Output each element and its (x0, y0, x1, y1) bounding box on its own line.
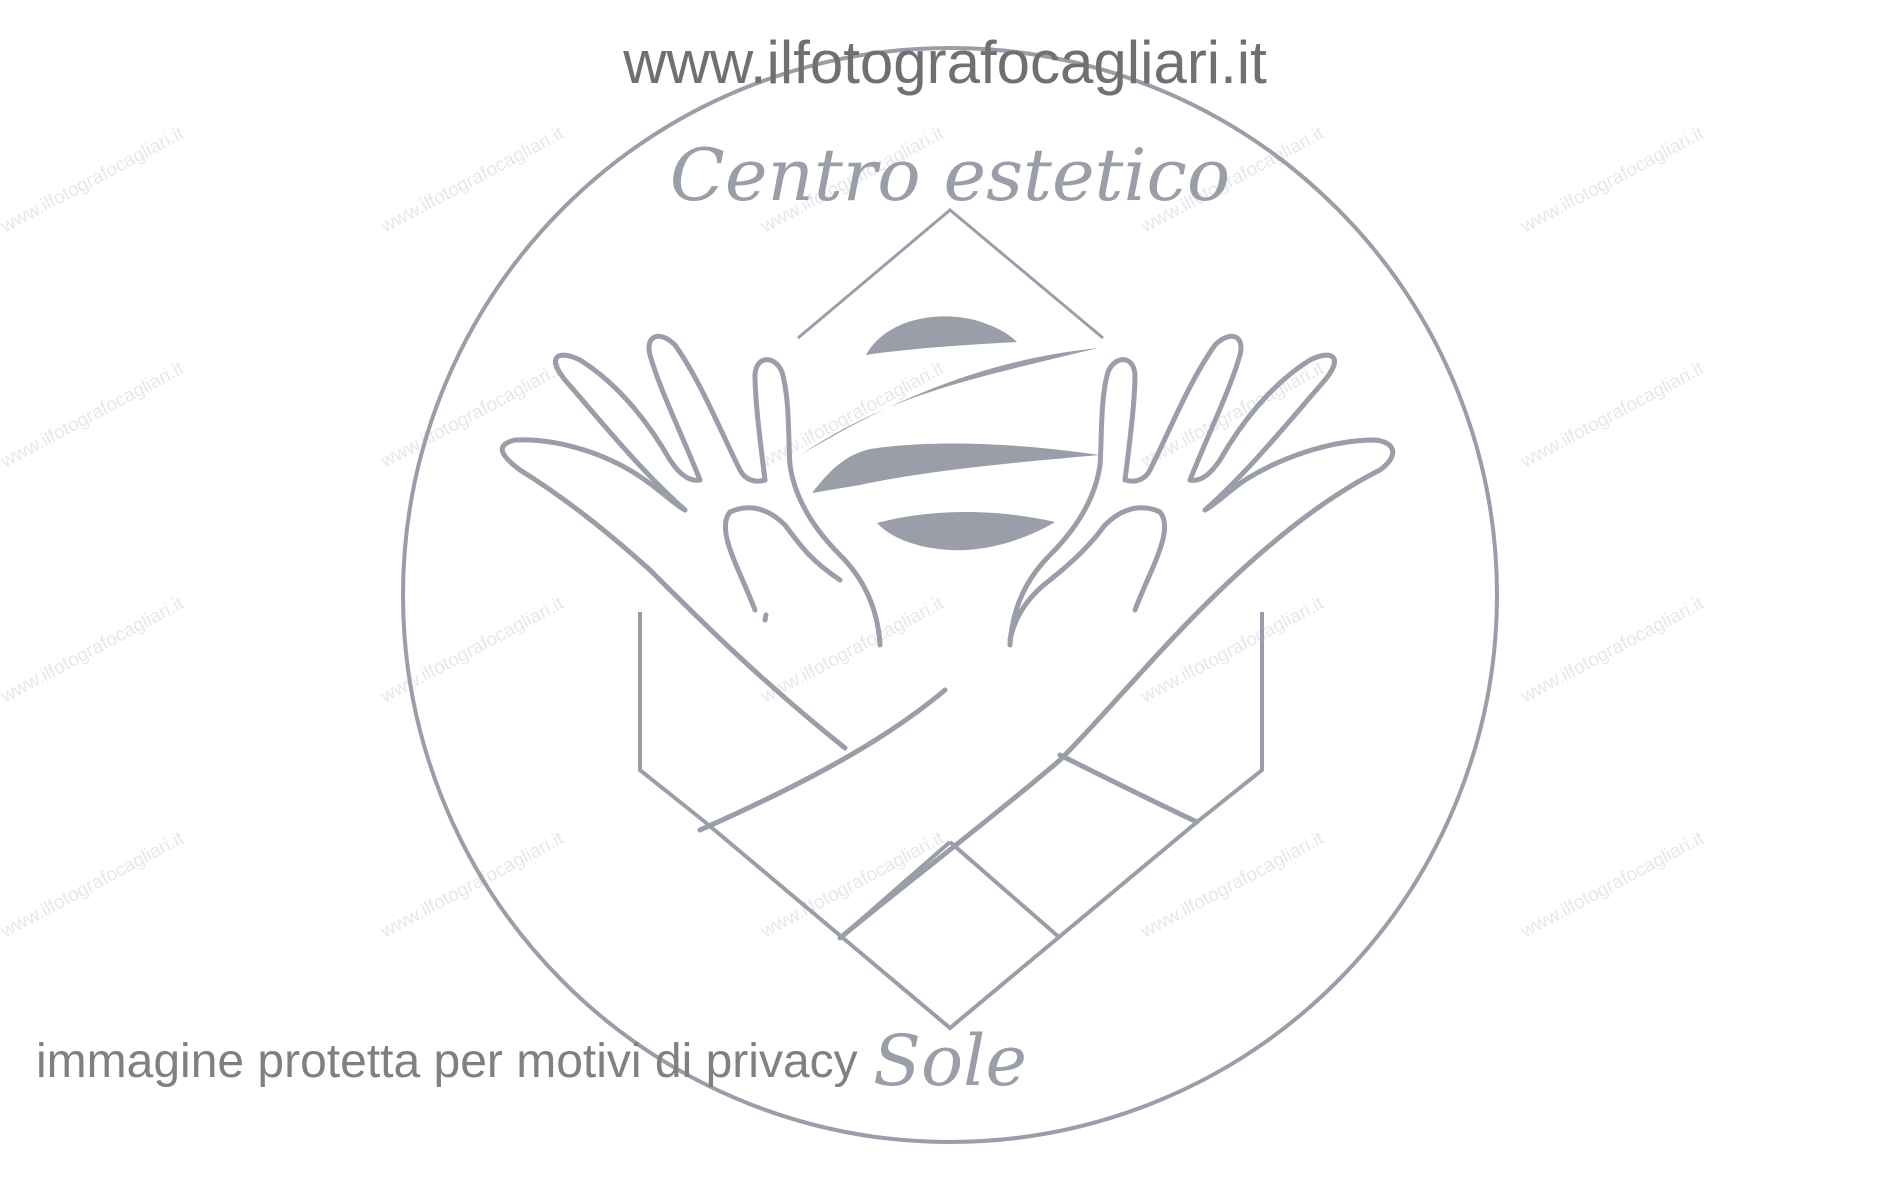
sun-icon (800, 316, 1100, 551)
left-hand-icon (500, 333, 948, 833)
house-roof (797, 208, 1104, 340)
logo-title: Centro estetico (670, 133, 1230, 217)
logo-ring (401, 46, 1499, 1144)
logo-name: Sole (873, 1020, 1027, 1102)
house-frame (638, 612, 1264, 1031)
website-url: www.ilfotografocagliari.it (623, 29, 1267, 96)
privacy-notice: immagine protetta per motivi di privacy (36, 1035, 858, 1088)
right-hand-icon (837, 333, 1395, 941)
